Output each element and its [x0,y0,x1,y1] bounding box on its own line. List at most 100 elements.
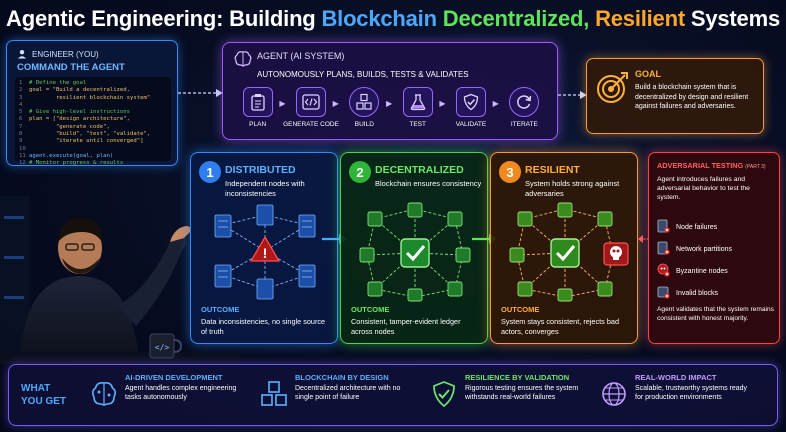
code-icon [296,87,326,117]
adversarial-footer: Agent validates that the system remains … [657,306,774,322]
invalid-block-icon [657,285,670,301]
line-number: 3 [19,94,23,101]
server-icon [214,204,316,300]
shield-check-icon [456,87,486,117]
goal-title: GOAL [635,69,661,79]
clipboard-icon [242,87,273,117]
code-text: # Define the goal [29,80,87,86]
svg-text:</>: </> [155,343,170,352]
adversarial-testing-panel: ADVERSARIAL TESTING (PART 3) Agent intro… [648,152,780,344]
adversarial-item: Node failures [657,219,777,235]
step-arrow-icon: ▶ [279,99,286,108]
panel-description: Independent nodes with inconsistencies [225,179,305,198]
benefit-item: REAL-WORLD IMPACT Scalable, trustworthy s… [599,373,763,421]
agent-step-validate: VALIDATE [443,87,499,128]
engineer-label: ENGINEER (YOU) [32,49,99,59]
panel-resilient: 3 RESILIENT System holds strong against … [490,152,638,344]
agent-step-iterate: ITERATE [496,87,552,128]
title-resilient: Resilient [595,6,685,31]
adversarial-item-label: Node failures [676,223,718,231]
agent-step-label: VALIDATE [455,121,487,128]
connector-engineer-agent [178,89,223,97]
code-text: "generate code", [29,123,110,130]
mug-icon: </> [149,333,183,359]
code-text: plan = ["design architecture", [29,116,131,123]
code-line: 6 plan = ["design architecture", [19,116,167,123]
panel-distributed: 1 DISTRIBUTED Independent nodes with inc… [190,152,338,344]
line-number: 12 [19,160,26,167]
panel-number: 3 [499,161,521,183]
resilient-network-diagram [509,202,629,302]
adversarial-item: Network partitions [657,241,777,257]
node-failure-icon [657,219,670,235]
line-number: 6 [19,116,23,123]
benefit-title: AI-DRIVEN DEVELOPMENT [125,373,223,382]
refresh-icon [509,87,540,117]
adversarial-description: Agent introduces failures and adversaria… [657,176,750,202]
agent-step-label: GENERATE CODE [283,121,339,128]
line-number: 10 [19,145,26,152]
what-label: WHAT [21,383,51,394]
step-arrow-icon: ▶ [332,99,339,108]
code-text: "build", "test", "validate", [29,131,151,138]
benefit-text: Rigorous testing ensures the system with… [465,385,579,401]
title-part-2: Systems [684,6,780,31]
adversarial-item: Byzantine nodes [657,263,777,279]
engineer-header: ENGINEER (YOU) [17,49,99,59]
benefit-text: Scalable, trustworthy systems ready for … [635,385,748,401]
adversarial-item-label: Invalid blocks [676,289,719,297]
svg-text:!: ! [263,245,268,261]
adversarial-item: Invalid blocks [657,285,777,301]
line-number: 5 [19,109,23,116]
title-part-1: Agentic Engineering: Building [6,6,322,31]
adversarial-item-label: Network partitions [676,245,733,253]
benefit-item: RESILIENCE BY VALIDATION Rigorous testing… [429,373,593,421]
distributed-network-diagram: ! [214,204,316,300]
adversarial-part: (PART 3) [745,164,766,170]
code-line: 8 "build", "test", "validate", [19,131,167,138]
network-partition-icon [657,241,670,257]
line-number: 8 [19,131,23,138]
block-icon [509,202,613,302]
line-number: 11 [19,152,26,159]
brain-icon [234,51,252,67]
benefit-title: REAL-WORLD IMPACT [635,373,717,382]
byzantine-node-icon [657,263,670,279]
panel-title: DECENTRALIZED [375,164,464,176]
agent-step-label: PLAN [249,121,267,128]
line-number: 2 [19,87,23,94]
code-line: 5# Give high-level instructions [19,109,167,116]
check-icon [400,238,430,268]
decentralized-network-diagram [359,202,471,302]
agent-step-build: BUILD [336,87,392,128]
panel-title: RESILIENT [525,164,580,176]
you-get-label: YOU GET [21,396,67,407]
adversarial-title-text: ADVERSARIAL TESTING [657,161,744,170]
agent-panel: AGENT (AI SYSTEM) AUTONOMOUSLY PLANS, BU… [222,42,558,140]
code-line: 7 "generate code", [19,124,167,131]
code-line: 12# Monitor progress & results [19,160,167,167]
benefit-text: Decentralized architecture with no singl… [295,385,401,401]
flask-icon [402,87,433,117]
user-icon [18,50,26,59]
code-line: 3 resilient blockchain system" [19,95,167,102]
adversarial-item-label: Byzantine nodes [676,267,728,275]
agent-steps: PLAN▶GENERATE CODE▶BUILD▶TEST▶VALIDATE▶I… [231,87,551,135]
benefit-title: RESILIENCE BY VALIDATION [465,373,570,382]
check-icon [550,238,580,268]
engineer-panel: ENGINEER (YOU) COMMAND THE AGENT 1# Defi… [6,40,178,166]
outcome-label: OUTCOME [201,305,240,314]
code-text: resilient blockchain system" [29,94,151,101]
adversarial-title: ADVERSARIAL TESTING (PART 3) [657,161,766,170]
globe-icon [599,379,629,409]
engineer-person-illustration [0,196,240,364]
shield-icon [429,379,459,409]
what-you-get-label: WHAT YOU GET [21,382,66,408]
engineer-heading: COMMAND THE AGENT [17,62,125,73]
agent-step-test: TEST [390,87,446,128]
